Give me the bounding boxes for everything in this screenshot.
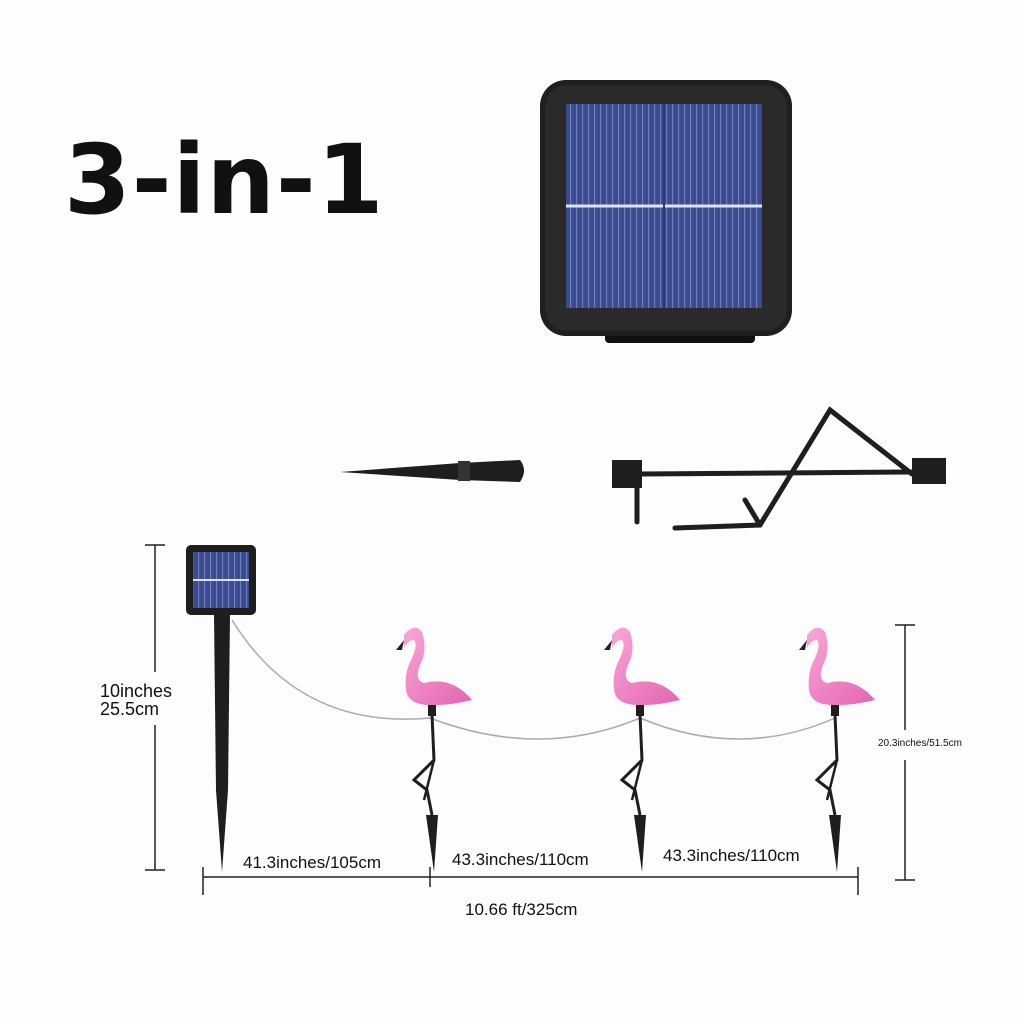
- dimension-lines: [145, 544, 915, 895]
- spacing-label-3: 43.3inches/110cm: [663, 846, 800, 865]
- flamingo-1: [396, 627, 472, 872]
- flamingo-3: [799, 627, 875, 872]
- flamingo-2: [604, 627, 680, 872]
- panel-height-cm: 25.5cm: [100, 699, 160, 719]
- flamingo-height-label: 20.3inches/51.5cm: [878, 738, 962, 749]
- flamingo-leg-bracket: [612, 406, 946, 531]
- ground-stake: [340, 460, 524, 482]
- title: 3-in-1: [64, 124, 385, 236]
- total-length-label: 10.66 ft/325cm: [465, 900, 578, 919]
- solar-panel-stake: [186, 545, 256, 872]
- spacing-label-2: 43.3inches/110cm: [452, 850, 589, 869]
- connection-wire: [231, 619, 836, 740]
- panel-height-inches: 10inches: [100, 681, 173, 701]
- spacing-label-1: 41.3inches/105cm: [243, 853, 381, 872]
- flamingo-lights: [396, 627, 875, 872]
- panel-height-label: 10inches 25.5cm: [100, 682, 172, 718]
- solar-panel-large: [540, 80, 792, 343]
